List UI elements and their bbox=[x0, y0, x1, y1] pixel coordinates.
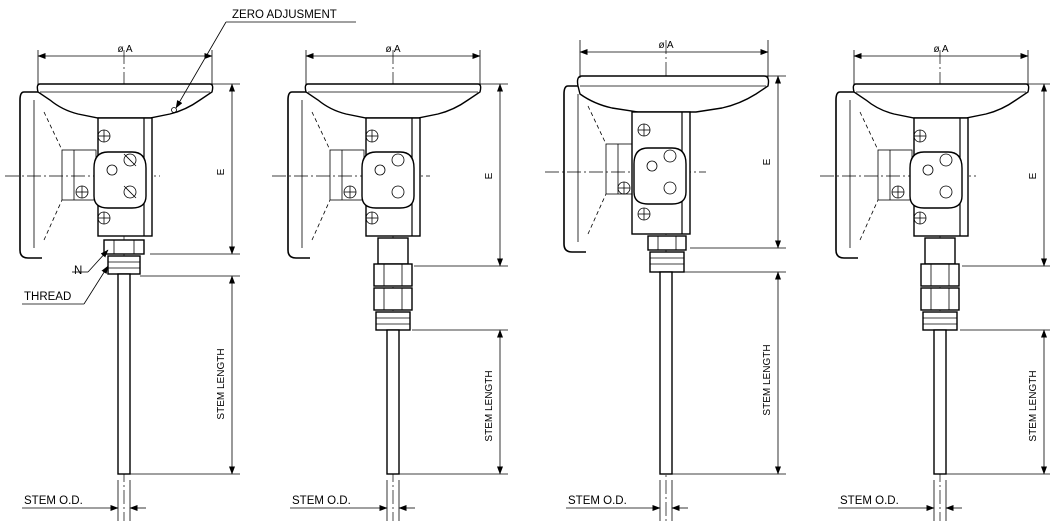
thread-label: THREAD bbox=[24, 291, 71, 303]
zero-adjustment-screw bbox=[171, 107, 177, 113]
zero-adjustment-label: ZERO ADJUSMENT bbox=[232, 9, 337, 21]
swivel-joint bbox=[93, 151, 147, 209]
thread-leader bbox=[83, 265, 109, 305]
n-leader bbox=[87, 249, 109, 273]
stem-length-label: STEM LENGTH bbox=[216, 348, 227, 419]
hex-nut bbox=[103, 239, 145, 255]
thread-fitting bbox=[107, 255, 141, 275]
e-label: E bbox=[762, 158, 773, 165]
dial-head bbox=[36, 83, 214, 119]
stem-od-label: STEM O.D. bbox=[292, 495, 351, 507]
side-connector bbox=[61, 149, 97, 201]
stem-od-label: STEM O.D. bbox=[568, 495, 627, 507]
zero-adjustment-leader bbox=[175, 21, 227, 109]
dia-a-label: ø A bbox=[117, 44, 132, 55]
gauge-view-2: ø A E STEM LENGTH STEM O.D. bbox=[272, 44, 508, 521]
dial-side-profile bbox=[19, 91, 42, 259]
stem bbox=[117, 273, 131, 475]
dia-a-label: ø A bbox=[933, 44, 948, 55]
e-label: E bbox=[484, 172, 495, 179]
stem-length-label: STEM LENGTH bbox=[762, 344, 773, 415]
e-label: E bbox=[216, 168, 227, 175]
stem-od-label: STEM O.D. bbox=[24, 495, 83, 507]
e-label: E bbox=[1028, 172, 1039, 179]
stem-length-label: STEM LENGTH bbox=[1028, 370, 1039, 441]
stem-od-label: STEM O.D. bbox=[840, 495, 899, 507]
dia-a-label: ø A bbox=[385, 44, 400, 55]
gauge-view-1: ø A E STEM LENGTH STEM O.D. ZERO ADJUSME… bbox=[5, 9, 356, 521]
stem-length-label: STEM LENGTH bbox=[484, 370, 495, 441]
n-label: N bbox=[74, 265, 82, 277]
dia-a-label: ø A bbox=[658, 40, 673, 51]
gauge-view-4: ø A E STEM LENGTH STEM O.D. bbox=[820, 44, 1050, 521]
gauge-view-3: ø A E STEM LENGTH STEM O.D. bbox=[545, 40, 786, 521]
